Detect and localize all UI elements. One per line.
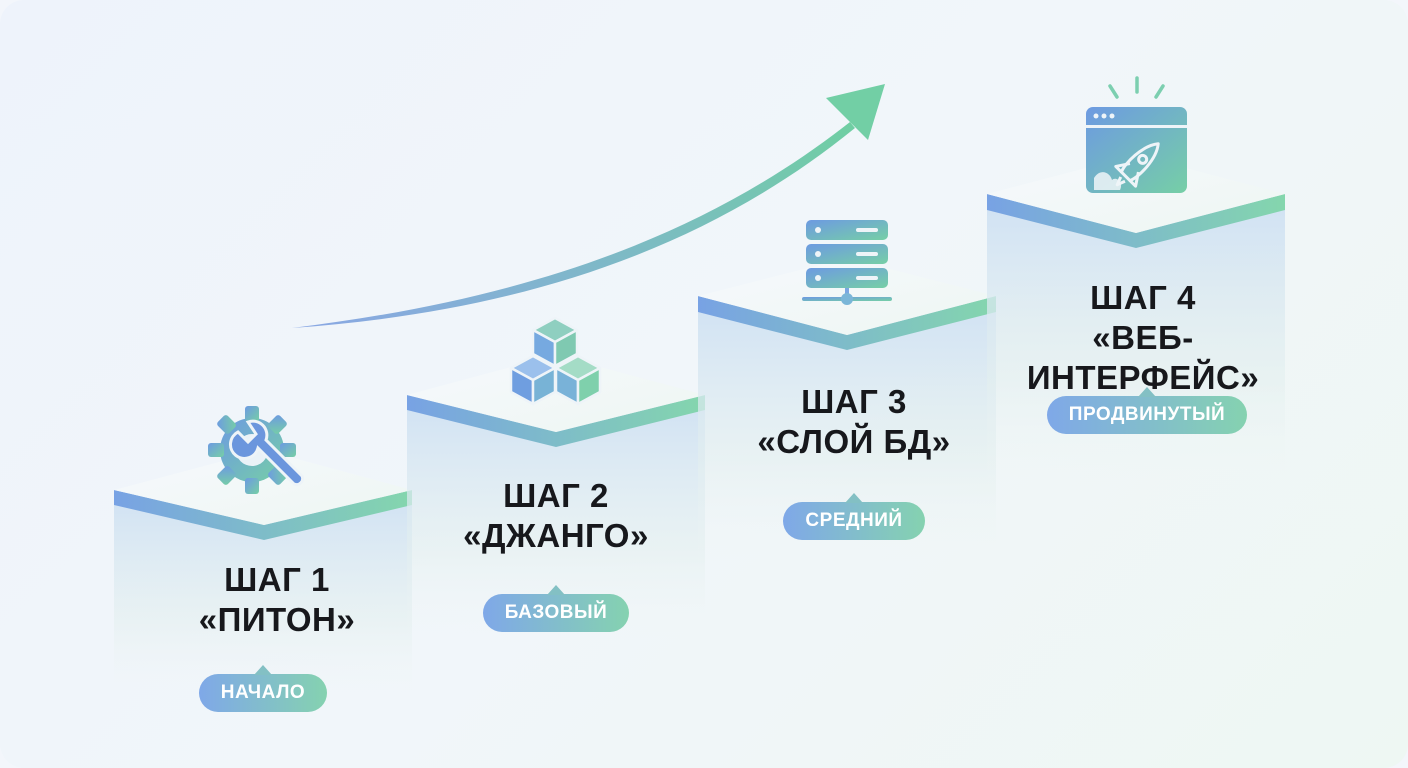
step-1-title: ШАГ 1 «ПИТОН» bbox=[127, 560, 427, 640]
step-1-badge: НАЧАЛО bbox=[198, 665, 328, 712]
cubes-icon bbox=[509, 316, 602, 406]
browser-rocket-icon bbox=[1086, 76, 1187, 193]
step-3-badge-wrap: СРЕДНИЙ bbox=[704, 493, 1004, 540]
step-3-number: ШАГ 3 bbox=[801, 383, 907, 420]
step-2-name: «ДЖАНГО» bbox=[463, 517, 649, 554]
step-2-title: ШАГ 2 «ДЖАНГО» bbox=[406, 476, 706, 556]
step-4-badge-wrap: ПРОДВИНУТЫЙ bbox=[997, 387, 1297, 434]
step-1-block bbox=[114, 450, 412, 698]
gear-wrench-icon bbox=[208, 406, 305, 494]
step-4-number: ШАГ 4 bbox=[1090, 279, 1196, 316]
step-2-badge-wrap: БАЗОВЫЙ bbox=[406, 585, 706, 632]
step-1-name: «ПИТОН» bbox=[198, 601, 356, 638]
step-3-badge: СРЕДНИЙ bbox=[783, 493, 925, 540]
step-2-badge: БАЗОВЫЙ bbox=[482, 585, 630, 632]
step-3-name: «СЛОЙ БД» bbox=[757, 423, 951, 460]
step-4-name: «ВЕБ-ИНТЕРФЕЙС» bbox=[1026, 319, 1260, 396]
step-2-block bbox=[407, 355, 705, 643]
growth-arrow-icon bbox=[292, 84, 885, 328]
server-icon bbox=[802, 220, 892, 305]
step-1-number: ШАГ 1 bbox=[224, 561, 330, 598]
step-3-title: ШАГ 3 «СЛОЙ БД» bbox=[704, 382, 1004, 462]
step-1-badge-wrap: НАЧАЛО bbox=[113, 665, 413, 712]
step-2-number: ШАГ 2 bbox=[503, 477, 609, 514]
step-4-badge: ПРОДВИНУТЫЙ bbox=[1046, 387, 1248, 434]
step-4-title: ШАГ 4 «ВЕБ-ИНТЕРФЕЙС» bbox=[978, 278, 1308, 398]
step-4-block bbox=[987, 155, 1285, 495]
